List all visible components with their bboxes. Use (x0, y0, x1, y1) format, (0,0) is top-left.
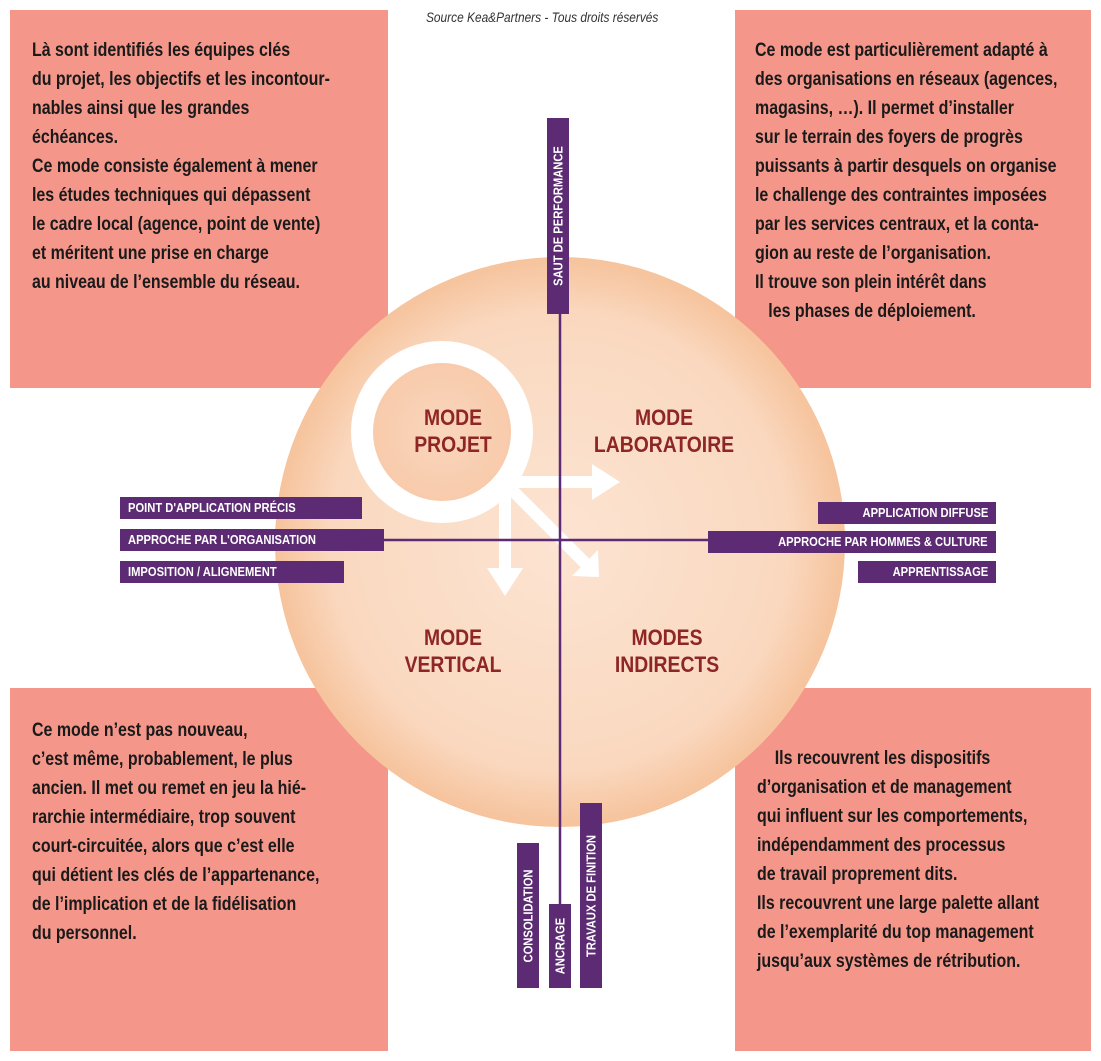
label-line: LABORATOIRE (593, 432, 735, 457)
label-mode-laboratoire: MODE LABORATOIRE (589, 404, 739, 458)
text-line: de l’exemplarité du top management (757, 922, 1034, 943)
tag-approche-organisation: APPROCHE PAR L'ORGANISATION (120, 529, 384, 551)
tag-apprentissage: APPRENTISSAGE (858, 561, 996, 583)
text-line: Ce mode n’est pas nouveau, (32, 720, 248, 741)
box-bottom-right-text: Ils recouvrent les dispositifs d’organis… (757, 744, 1039, 976)
text-line: Ce mode consiste également à mener (32, 156, 318, 177)
text-line: nables ainsi que les grandes (32, 98, 250, 119)
label-modes-indirects: MODES INDIRECTS (605, 624, 728, 678)
text-line: le cadre local (agence, point de vente) (32, 214, 321, 235)
text-line: du projet, les objectifs et les incontou… (32, 69, 330, 90)
text-line: qui influent sur les comportements, (757, 806, 1028, 827)
tag-text: IMPOSITION / ALIGNEMENT (128, 564, 277, 579)
text-line: les phases de déploiement. (755, 301, 976, 322)
label-line: MODE (634, 405, 694, 430)
text-line: les études techniques qui dépassent (32, 185, 311, 206)
text-line: c’est même, probablement, le plus (32, 749, 293, 770)
label-line: MODES (631, 625, 703, 650)
label-mode-vertical: MODE VERTICAL (400, 624, 506, 678)
text-line: rarchie intermédiaire, trop souvent (32, 807, 296, 828)
magnifier-arrows-icon (487, 464, 620, 596)
text-line: le challenge des contraintes imposées (755, 185, 1047, 206)
tag-text: SAUT DE PERFORMANCE (550, 146, 566, 286)
text-line: puissants à partir desquels on organise (755, 156, 1057, 177)
tag-text: POINT D'APPLICATION PRÉCIS (128, 500, 296, 515)
box-top-left-text: Là sont identifiés les équipes clés du p… (32, 36, 330, 297)
text-line: Là sont identifiés les équipes clés (32, 40, 291, 61)
tag-saut-de-performance: SAUT DE PERFORMANCE (547, 118, 569, 314)
text-line: de travail proprement dits. (757, 864, 958, 885)
magnifier-lens-icon (351, 341, 533, 523)
box-bottom-right: Ils recouvrent les dispositifs d’organis… (735, 688, 1091, 1051)
tag-text: APPRENTISSAGE (892, 564, 988, 579)
text-line: court-circuitée, alors que c’est elle (32, 836, 295, 857)
text-line: Ils recouvrent une large palette allant (757, 893, 1040, 914)
tag-approche-hommes-culture: APPROCHE PAR HOMMES & CULTURE (708, 531, 996, 553)
text-line: d’organisation et de management (757, 777, 1012, 798)
tag-text: CONSOLIDATION (520, 869, 536, 962)
text-line: ancien. Il met ou remet en jeu la hié- (32, 778, 307, 799)
text-line: gion au reste de l’organisation. (755, 243, 991, 264)
tag-point-application-precis: POINT D'APPLICATION PRÉCIS (120, 497, 362, 519)
text-line: jusqu’aux systèmes de rétribution. (757, 951, 1021, 972)
label-line: VERTICAL (404, 652, 502, 677)
text-line: indépendamment des processus (757, 835, 1006, 856)
tag-ancrage: ANCRAGE (549, 904, 571, 988)
box-top-left: Là sont identifiés les équipes clés du p… (10, 10, 388, 388)
label-line: INDIRECTS (614, 652, 720, 677)
text-line: Ce mode est particulièrement adapté à (755, 40, 1048, 61)
tag-text: ANCRAGE (552, 917, 568, 975)
source-credit: Source Kea&Partners - Tous droits réserv… (426, 9, 659, 25)
tag-text: TRAVAUX DE FINITION (583, 834, 599, 957)
tag-application-diffuse: APPLICATION DIFFUSE (818, 502, 996, 524)
tag-text: APPROCHE PAR HOMMES & CULTURE (778, 534, 988, 549)
text-line: des organisations en réseaux (agences, (755, 69, 1058, 90)
text-line: sur le terrain des foyers de progrès (755, 127, 1023, 148)
text-line: Il trouve son plein intérêt dans (755, 272, 987, 293)
box-bottom-left: Ce mode n’est pas nouveau, c’est même, p… (10, 688, 388, 1051)
tag-imposition-alignement: IMPOSITION / ALIGNEMENT (120, 561, 344, 583)
box-top-right-text: Ce mode est particulièrement adapté à de… (755, 36, 1057, 326)
label-line: MODE (423, 405, 483, 430)
text-line: échéances. (32, 127, 119, 148)
text-line: de l’implication et de la fidélisation (32, 894, 297, 915)
text-line: et méritent une prise en charge (32, 243, 269, 264)
tag-travaux-de-finition: TRAVAUX DE FINITION (580, 803, 602, 988)
box-top-right: Ce mode est particulièrement adapté à de… (735, 10, 1091, 388)
text-line: Ils recouvrent les dispositifs (757, 748, 991, 769)
text-line: par les services centraux, et la conta- (755, 214, 1039, 235)
label-mode-projet: MODE PROJET (400, 404, 506, 458)
tag-consolidation: CONSOLIDATION (517, 843, 539, 988)
label-line: MODE (423, 625, 483, 650)
text-line: qui détient les clés de l’appartenance, (32, 865, 320, 886)
text-line: magasins, …). Il permet d’installer (755, 98, 1014, 119)
label-line: PROJET (414, 432, 492, 457)
box-bottom-left-text: Ce mode n’est pas nouveau, c’est même, p… (32, 716, 319, 948)
tag-text: APPROCHE PAR L'ORGANISATION (128, 532, 316, 547)
text-line: du personnel. (32, 923, 137, 944)
tag-text: APPLICATION DIFFUSE (862, 505, 988, 520)
text-line: au niveau de l’ensemble du réseau. (32, 272, 300, 293)
